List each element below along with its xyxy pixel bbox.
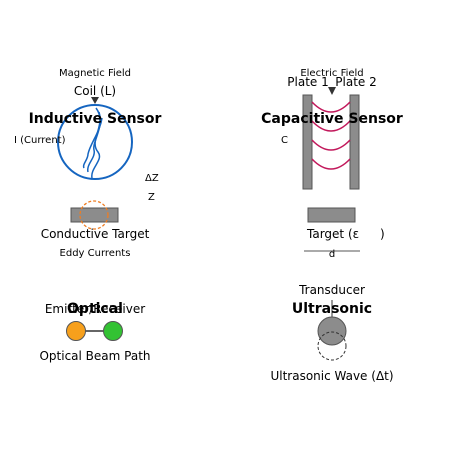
target-label-close: ) [380,227,385,241]
transducer-circle [317,316,347,346]
capacitance-label: C [281,135,288,146]
emitter-circle [66,321,86,341]
eddy-currents-label: Eddy Currents [60,248,131,259]
coil-label: Coil (L) [74,84,116,98]
plate-2-label: Plate 2 [335,75,376,89]
distance-label: d [329,249,335,260]
inductive-sensor-title: Inductive Sensor [29,111,162,127]
conductive-target-block [70,207,119,223]
plate-2 [349,94,360,190]
magnetic-field-label: Magnetic Field [59,68,131,79]
z-label: Z [148,192,155,203]
optical-beam-path-label: Optical Beam Path [39,349,150,363]
coil-circle [57,104,133,180]
ultrasonic-wave-label: Ultrasonic Wave (Δt) [270,369,393,383]
receiver-circle [103,321,123,341]
capacitive-target-block [307,207,356,223]
ultrasonic-sensor-panel: Transducer Ultrasonic Ultrasonic Wave (Δ… [270,283,393,383]
coil-winding-line [82,117,103,169]
electric-field-label: Electric Field [300,68,363,79]
ultrasonic-sensor-title: Ultrasonic [292,301,372,317]
plate-1 [302,94,313,190]
electric-field-line [311,139,351,151]
conductive-target-label: Conductive Target [41,227,150,241]
inductive-sensor-panel: Magnetic Field Coil (L) Inductive Sensor… [14,68,162,259]
optical-sensor-panel: Emitter/Receiver Optical Optical Beam Pa… [39,301,150,363]
optical-sensor-title: Optical [67,301,123,317]
transducer-label: Transducer [298,283,365,297]
plate-1-label: Plate 1 [287,75,328,89]
electric-field-line [311,120,351,132]
electric-field-line [311,158,351,170]
field-arrow-icon [91,97,99,104]
emitter-receiver-label: Emitter/Receiver [45,302,145,316]
ultrasonic-wave-circle [317,331,347,361]
field-arrow-icon [328,87,336,95]
capacitive-sensor-title: Capacitive Sensor [261,111,403,127]
electric-field-line [311,101,351,113]
eddy-current-loop [79,200,109,230]
capacitive-sensor-panel: Electric Field Plate 1 Plate 2 Capacitiv… [261,68,403,260]
target-label: Target (ε [306,227,359,241]
current-label: I (Current) [14,135,66,146]
delta-z-label: ΔZ [145,173,159,184]
